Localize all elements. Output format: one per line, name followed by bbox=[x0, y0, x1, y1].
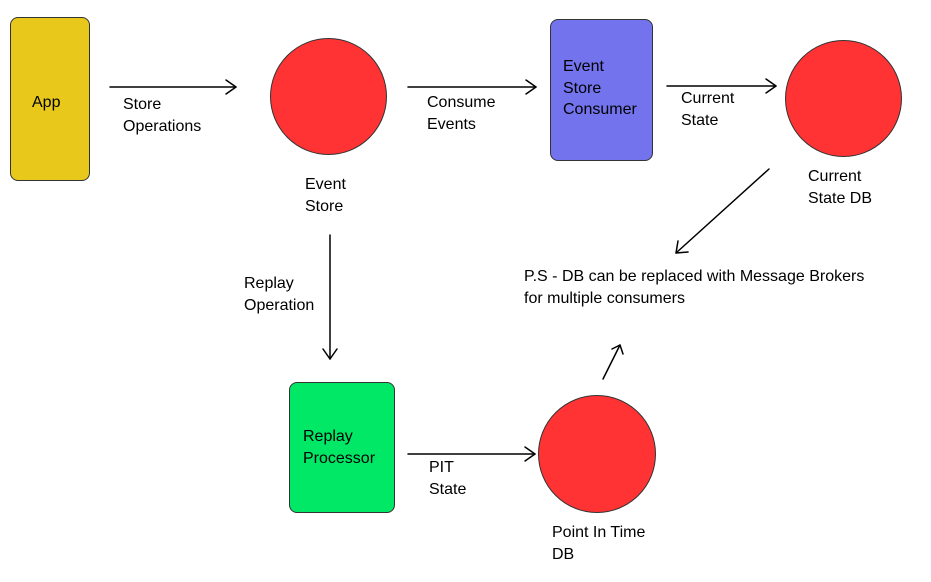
replay-operation-label-line2: Operation bbox=[244, 297, 315, 314]
replay-processor-label-line1: Replay bbox=[303, 428, 353, 445]
pit-state-label-line1: PIT bbox=[429, 459, 454, 476]
store-operations-label-line1: Store bbox=[123, 96, 162, 113]
event-store-caption-line1: Event bbox=[305, 176, 346, 193]
point-in-time-db-caption-line2: DB bbox=[552, 546, 575, 563]
app-label: App bbox=[32, 94, 61, 111]
arrow-app-to-event-store bbox=[109, 79, 237, 95]
event-store-consumer-label-line1: Event bbox=[563, 58, 604, 75]
event-store-caption-line2: Store bbox=[305, 198, 344, 215]
arrow-pit-db-to-note bbox=[602, 344, 624, 380]
current-state-db-circle[interactable] bbox=[785, 40, 902, 157]
current-state-label-line2: State bbox=[681, 112, 719, 129]
pit-state-label-line2: State bbox=[429, 481, 467, 498]
note-line2: for multiple consumers bbox=[524, 290, 685, 307]
current-state-db-caption-line2: State DB bbox=[808, 190, 873, 207]
replay-operation-label-line1: Replay bbox=[244, 275, 294, 292]
arrow-replay-processor-to-pit-db bbox=[407, 446, 536, 462]
event-store-consumer-node[interactable]: Event Store Consumer bbox=[550, 19, 653, 161]
point-in-time-db-caption-line1: Point In Time bbox=[552, 524, 646, 541]
event-store-circle[interactable] bbox=[270, 38, 387, 155]
consume-events-label-line1: Consume bbox=[427, 94, 496, 111]
arrow-consumer-to-current-state-db bbox=[666, 78, 777, 94]
event-store-consumer-label-line3: Consumer bbox=[563, 101, 637, 118]
current-state-label-line1: Current bbox=[681, 90, 735, 107]
arrow-current-state-db-to-note bbox=[675, 168, 770, 254]
arrow-event-store-to-replay-processor bbox=[322, 234, 338, 360]
replay-processor-node[interactable]: Replay Processor bbox=[289, 382, 395, 513]
event-store-consumer-label-line2: Store bbox=[563, 80, 602, 97]
note-line1: P.S - DB can be replaced with Message Br… bbox=[524, 268, 865, 285]
arrow-event-store-to-consumer bbox=[407, 79, 537, 95]
replay-processor-label-line2: Processor bbox=[303, 450, 376, 467]
store-operations-label-line2: Operations bbox=[123, 118, 202, 135]
consume-events-label-line2: Events bbox=[427, 116, 476, 133]
current-state-db-caption-line1: Current bbox=[808, 168, 862, 185]
point-in-time-db-circle[interactable] bbox=[538, 395, 656, 513]
app-node[interactable]: App bbox=[10, 17, 90, 181]
